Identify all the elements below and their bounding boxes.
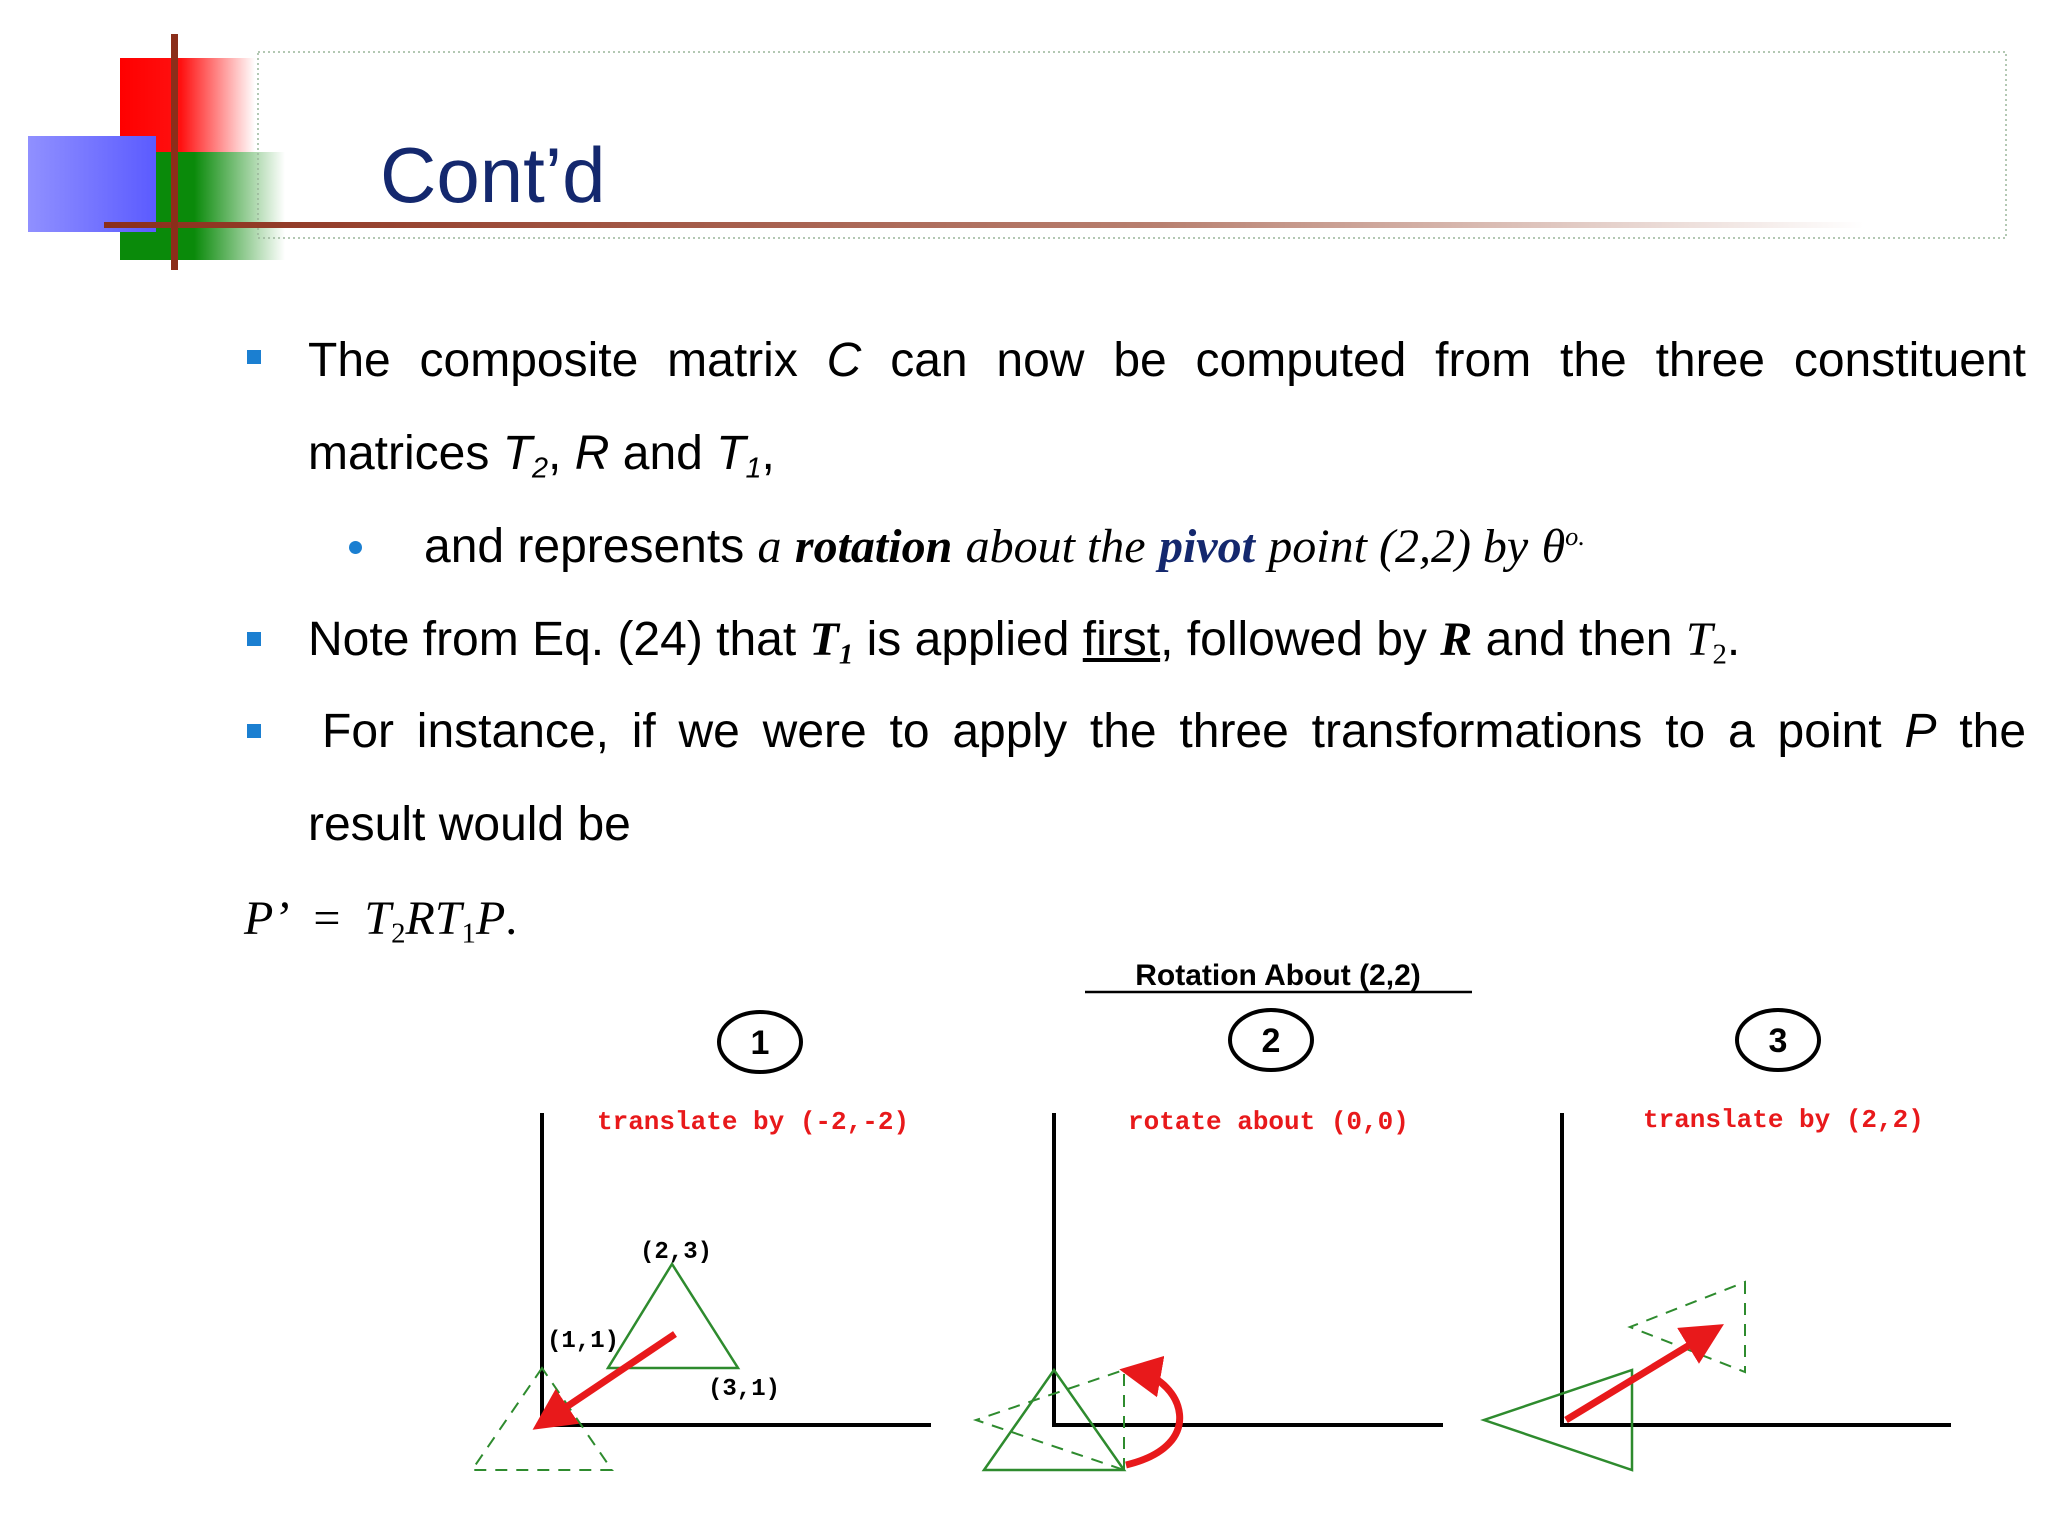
translation-arrow [1564, 1324, 1724, 1423]
bullet-2-text: Note from Eq. (24) that T1 is applied fi… [308, 613, 1741, 671]
triangle-after-rotation [972, 1368, 1125, 1472]
svg-text:1: 1 [751, 1024, 770, 1062]
deco-vertical-bar [171, 34, 178, 270]
svg-text:3: 3 [1769, 1022, 1788, 1060]
bullet-3-line-2: result would be [308, 798, 631, 851]
point-label-1-1: (1,1) [547, 1328, 619, 1355]
bullet-1-line-2: matrices T2, R and T1, [308, 427, 775, 485]
diagram-heading: Rotation About (2,2) [1135, 959, 1421, 992]
title-decoration [28, 34, 2007, 270]
translation-arrow [532, 1331, 677, 1430]
panel-3 [1480, 1113, 1951, 1472]
title-underline [104, 222, 1864, 228]
step-2-caption: rotate about (0,0) [1128, 1107, 1409, 1137]
point-label-2-3: (2,3) [640, 1239, 712, 1266]
deco-blue-square [28, 136, 156, 232]
slide-title: Cont’d [380, 131, 606, 219]
panel-2 [972, 1113, 1443, 1472]
triangle-before-rotation [981, 1367, 1127, 1472]
bullet-3-line-1: For instance, if we were to apply the th… [322, 705, 2027, 758]
bullet-marker [247, 724, 261, 738]
step-3-caption: translate by (2,2) [1643, 1105, 1924, 1135]
point-label-3-1: (3,1) [708, 1376, 780, 1403]
bullet-1-line-1: The composite matrix C can now be comput… [308, 334, 2026, 387]
step-2-number: 2 [1228, 1008, 1314, 1072]
bullet-marker [247, 350, 261, 364]
svg-text:2: 2 [1262, 1022, 1281, 1060]
original-triangle [605, 1261, 741, 1370]
rotation-arrow [1119, 1355, 1184, 1469]
translated-rotated-triangle [1627, 1280, 1746, 1374]
composite-formula: P’ = T2RT1P. [244, 892, 518, 950]
axes [1052, 1113, 1443, 1427]
bullet-marker [247, 632, 261, 646]
step-1-number: 1 [717, 1010, 803, 1074]
step-1-caption: translate by (-2,-2) [597, 1107, 909, 1137]
title-frame [257, 51, 2007, 239]
step-3-number: 3 [1735, 1008, 1821, 1072]
sub-bullet-marker [349, 541, 362, 554]
panel-1: (2,3) (1,1) (3,1) [470, 1113, 931, 1471]
triangle-at-origin [1480, 1368, 1634, 1472]
axes [1560, 1113, 1951, 1427]
sub-bullet-text: and represents a rotation about the pivo… [424, 520, 1585, 573]
